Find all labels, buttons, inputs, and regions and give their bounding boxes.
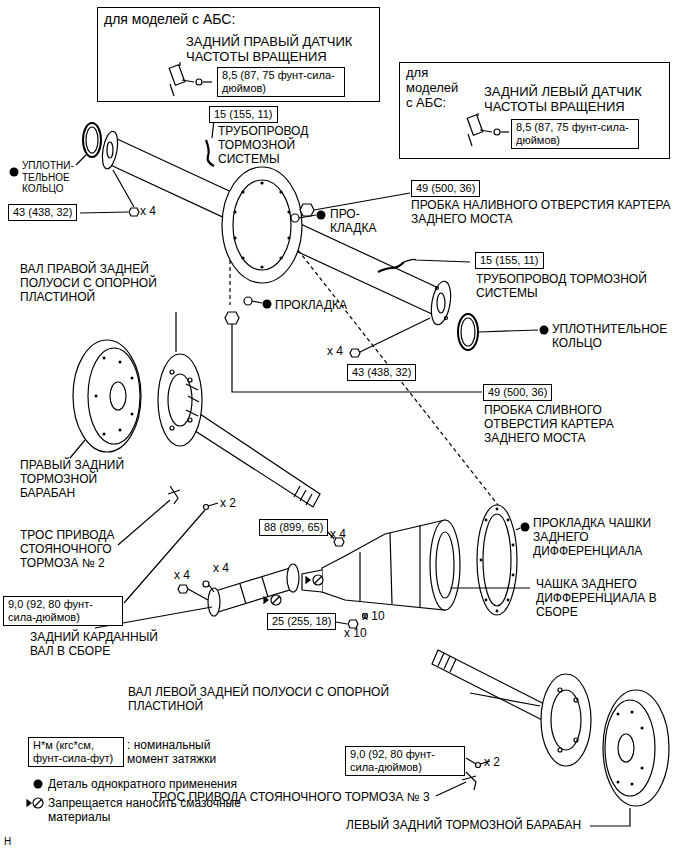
part-label: ПРОБКА НАЛИВНОГО ОТВЕРСТИЯ КАРТЕРА ЗАДНЕ…: [411, 198, 673, 226]
torque-box: 43 (438, 32): [8, 204, 77, 221]
torque-value: 15 (155, 11): [214, 108, 273, 121]
legend-no-grease: [27, 798, 43, 808]
part-label: ПРОБКА СЛИВНОГО ОТВЕРСТИЯ КАРТЕРА ЗАДНЕГ…: [484, 403, 654, 445]
torque-box: 25 (255, 18): [267, 613, 336, 630]
part-name: ЗАДНИЙ ПРАВЫЙ ДАТЧИК ЧАСТОТЫ ВРАЩЕНИЯ: [186, 35, 376, 65]
quantity-label: x 4: [213, 561, 229, 575]
torque-box: 9,0 (92, 80 фунт-сила-дюймов): [3, 596, 123, 626]
legend-text: Запрещается наносить смазочные материалы: [48, 796, 268, 824]
quantity-label: x 4: [327, 344, 343, 358]
torque-value: 8,5 (87, 75 фунт-сила-дюймов): [516, 121, 634, 147]
bullet: [10, 168, 19, 177]
part-label: ПРОКЛАДКА: [275, 298, 347, 312]
torque-box: 9,0 (92, 80 фунт-сила-дюймов): [345, 746, 465, 776]
abs-sensor-right: [169, 62, 212, 96]
torque-value: 88 (899, 65): [264, 521, 323, 534]
torque-value: 9,0 (92, 80 фунт-сила-дюймов): [350, 748, 460, 774]
part-label: ПРО- КЛАДКА: [330, 207, 378, 235]
torque-box: 43 (438, 32): [347, 364, 416, 381]
torque-box: 8,5 (87, 75 фунт-сила-дюймов): [217, 67, 345, 97]
abs-sensor-left: [467, 113, 509, 146]
option-frame: для моделей с АБС: ЗАДНИЙ ПРАВЫЙ ДАТЧИК Ч…: [97, 7, 380, 102]
torque-box: 88 (899, 65): [259, 519, 328, 536]
part-name: ЗАДНИЙ ЛЕВЫЙ ДАТЧИК ЧАСТОТЫ ВРАЩЕНИЯ: [484, 85, 664, 115]
part-label: ТРУБОПРОВОД ТОРМОЗНОЙ СИСТЕМЫ: [218, 124, 338, 166]
torque-box: 15 (155, 11): [209, 106, 278, 123]
torque-value: 49 (500, 36): [416, 182, 475, 195]
part-label: ПРАВЫЙ ЗАДНИЙ ТОРМОЗНОЙ БАРАБАН: [20, 458, 145, 500]
quantity-label: x 10: [344, 626, 367, 640]
part-label: УПЛОТНИ- ТЕЛЬНОЕ КОЛЬЦО: [22, 160, 84, 195]
torque-value: Н*м (кгс*см, фунт-сила-фут): [33, 739, 119, 765]
no-grease-symbol: [264, 575, 323, 605]
part-label: ТРУБОПРОВОД ТОРМОЗНОЙ СИСТЕМЫ: [476, 272, 681, 300]
legend-text: : номинальный момент затяжки: [127, 738, 237, 766]
torque-box: Н*м (кгс*см, фунт-сила-фут): [28, 737, 124, 767]
torque-box: 15 (155, 11): [475, 252, 544, 269]
quantity-label: x 4: [140, 204, 156, 218]
legend-bullet: [34, 780, 43, 789]
quantity-label: x 4: [174, 568, 190, 582]
torque-box: 49 (500, 36): [411, 180, 480, 197]
torque-box: 49 (500, 36): [483, 384, 552, 401]
part-label: УПЛОТНИТЕЛЬНОЕ КОЛЬЦО: [552, 322, 687, 350]
part-label: ВАЛ ПРАВОЙ ЗАДНЕЙ ПОЛУОСИ С ОПОРНОЙ ПЛАС…: [20, 262, 185, 304]
part-label: ПРОКЛАДКА ЧАШКИ ЗАДНЕГО ДИФФЕРЕНЦИАЛА: [533, 516, 683, 558]
part-label: ВАЛ ЛЕВОЙ ЗАДНЕЙ ПОЛУОСИ С ОПОРНОЙ ПЛАСТ…: [128, 685, 428, 713]
quantity-label: x 4: [330, 527, 346, 541]
torque-value: 15 (155, 11): [480, 254, 539, 267]
torque-value: 9,0 (92, 80 фунт-сила-дюймов): [8, 598, 118, 624]
quantity-label: x 2: [484, 755, 500, 769]
quantity-label: x 2: [220, 496, 236, 510]
torque-value: 43 (438, 32): [352, 366, 411, 379]
part-label: ЗАДНИЙ КАРДАННЫЙ ВАЛ В СБОРЕ: [30, 630, 180, 658]
torque-value: 25 (255, 18): [272, 615, 331, 628]
option-heading: для моделей с АБС:: [406, 66, 464, 111]
quantity-label: x 10: [362, 609, 385, 623]
torque-box: 8,5 (87, 75 фунт-сила-дюймов): [511, 119, 639, 149]
part-label: ЛЕВЫЙ ЗАДНИЙ ТОРМОЗНОЙ БАРАБАН: [346, 818, 581, 832]
torque-value: 49 (500, 36): [488, 386, 547, 399]
part-label: ТРОС ПРИВОДА СТОЯНОЧНОГО ТОРМОЗА № 2: [20, 528, 142, 570]
torque-value: 8,5 (87, 75 фунт-сила-дюймов): [222, 69, 340, 95]
legend-text: Деталь однократного применения: [48, 777, 237, 791]
option-heading: для моделей с АБС:: [104, 11, 304, 27]
part-label: ЧАШКА ЗАДНЕГО ДИФФЕРЕНЦИАЛА В СБОРЕ: [536, 577, 681, 619]
part-label: H: [4, 836, 11, 848]
option-frame: для моделей с АБС: ЗАДНИЙ ЛЕВЫЙ ДАТЧИК ЧА…: [399, 62, 670, 159]
torque-value: 43 (438, 32): [13, 206, 72, 219]
